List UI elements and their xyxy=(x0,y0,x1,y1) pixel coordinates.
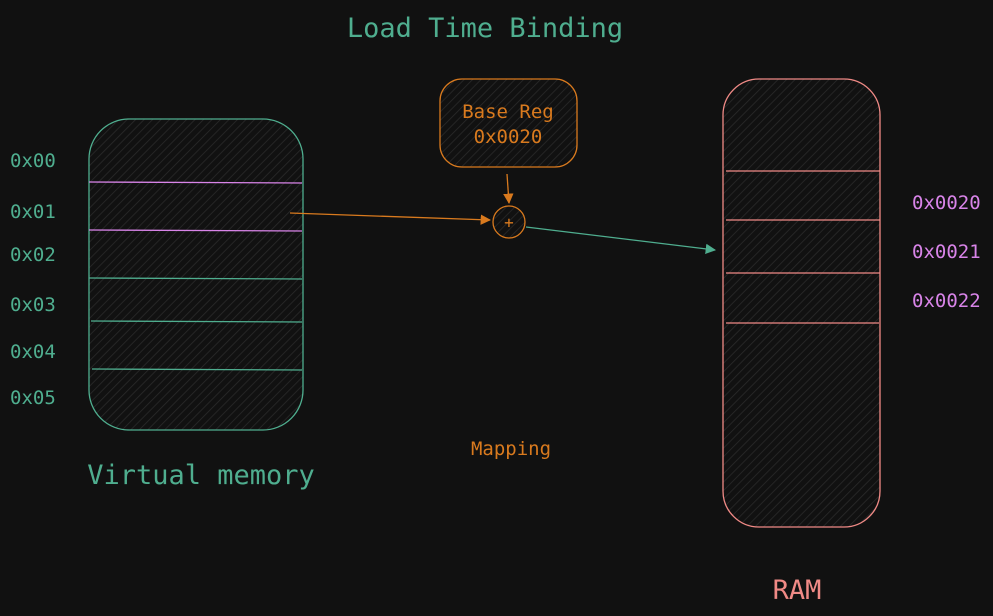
ram-address-labels: 0x0020 0x0021 0x0022 xyxy=(912,192,981,312)
virtual-address-label: 0x00 xyxy=(10,150,56,172)
virtual-address-label: 0x02 xyxy=(10,244,56,266)
virtual-memory-divider xyxy=(90,320,303,323)
virtual-memory-divider xyxy=(91,368,303,371)
base-register-container xyxy=(439,78,578,168)
virtual-memory-divider xyxy=(88,229,303,232)
ram-block xyxy=(722,78,881,528)
base-register-value: 0x0020 xyxy=(474,126,543,148)
virtual-address-label: 0x04 xyxy=(10,341,56,363)
virtual-memory-divider xyxy=(88,181,303,184)
virtual-address-label: 0x05 xyxy=(10,387,56,409)
adder-circle xyxy=(492,205,526,239)
ram-address-label: 0x0021 xyxy=(912,241,981,263)
adder-node: + xyxy=(492,205,526,239)
virtual-to-adder-arrow xyxy=(289,212,492,225)
base-register-box: Base Reg 0x0020 xyxy=(439,78,578,168)
ram-address-label: 0x0020 xyxy=(912,192,981,214)
virtual-memory-label: Virtual memory xyxy=(87,460,315,491)
virtual-memory-container xyxy=(88,118,304,431)
virtual-memory-divider xyxy=(88,277,303,280)
virtual-address-label: 0x03 xyxy=(10,294,56,316)
virtual-address-labels: 0x00 0x01 0x02 0x03 0x04 0x05 xyxy=(10,150,56,409)
plus-icon: + xyxy=(504,213,514,232)
ram-label: RAM xyxy=(773,575,822,606)
base-register-label: Base Reg xyxy=(462,101,554,123)
base-register-to-adder-arrow xyxy=(503,173,514,205)
adder-to-ram-arrow xyxy=(525,226,717,255)
virtual-address-label: 0x01 xyxy=(10,201,56,223)
diagram-title: Load Time Binding xyxy=(347,13,623,44)
ram-container xyxy=(722,78,881,528)
ram-address-label: 0x0022 xyxy=(912,290,981,312)
virtual-memory-block xyxy=(88,118,304,431)
mapping-label: Mapping xyxy=(471,438,551,460)
